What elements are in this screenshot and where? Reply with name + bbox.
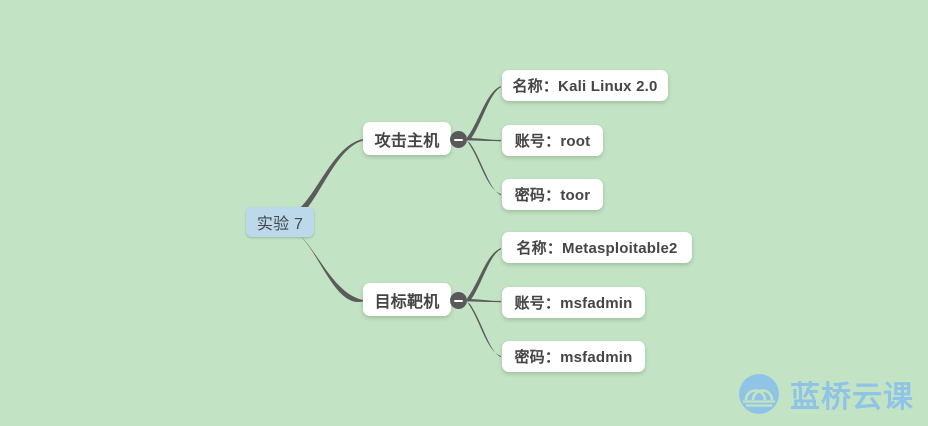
mindmap-leaf-label: 密码：msfadmin — [514, 349, 633, 366]
mindmap-leaf-attack-host-account[interactable]: 账号：root — [502, 125, 603, 156]
mindmap-leaf-label: 账号：root — [514, 133, 591, 150]
lanqiao-bridge-logo-icon — [739, 374, 779, 414]
mindmap-branch-target-machine[interactable]: 目标靶机 — [363, 283, 451, 316]
edge-attack-host-to-name — [467, 86, 501, 140]
mindmap-branch-target-machine-label: 目标靶机 — [374, 293, 440, 311]
watermark-text: 蓝桥云课 — [790, 380, 914, 415]
mindmap-leaf-target-machine-account[interactable]: 账号：msfadmin — [502, 287, 645, 318]
edge-root-to-attack-host — [300, 139, 363, 212]
minus-circle-icon — [454, 138, 463, 141]
mindmap-root-node[interactable]: 实验 7 — [246, 207, 314, 237]
collapse-toggle-target-machine[interactable] — [450, 292, 467, 309]
mindmap-leaf-label: 密码：toor — [514, 187, 591, 204]
watermark: 蓝桥云课 — [737, 372, 914, 416]
mindmap-leaf-label: 名称：Metasploitable2 — [516, 240, 678, 257]
mindmap-leaf-label: 名称：Kali Linux 2.0 — [512, 78, 658, 95]
mindmap-leaf-label: 账号：msfadmin — [514, 295, 633, 312]
mindmap-branch-attack-host-label: 攻击主机 — [374, 132, 440, 150]
mindmap-leaf-attack-host-password[interactable]: 密码：toor — [502, 179, 603, 210]
edge-attack-host-to-password — [467, 141, 501, 196]
edge-target-machine-to-name — [467, 248, 501, 301]
mindmap-leaf-target-machine-password[interactable]: 密码：msfadmin — [502, 341, 645, 372]
collapse-toggle-attack-host[interactable] — [450, 131, 467, 148]
edge-target-machine-to-password — [467, 302, 501, 358]
minus-circle-icon — [454, 299, 463, 302]
edge-target-machine-to-account — [467, 299, 501, 303]
mindmap-leaf-attack-host-name[interactable]: 名称：Kali Linux 2.0 — [502, 70, 668, 101]
mindmap-root-label: 实验 7 — [256, 216, 304, 233]
mindmap-branch-attack-host[interactable]: 攻击主机 — [363, 122, 451, 155]
edge-root-to-target-machine — [300, 235, 363, 303]
mindmap-leaf-target-machine-name[interactable]: 名称：Metasploitable2 — [502, 232, 692, 263]
edge-attack-host-to-account — [467, 138, 501, 142]
